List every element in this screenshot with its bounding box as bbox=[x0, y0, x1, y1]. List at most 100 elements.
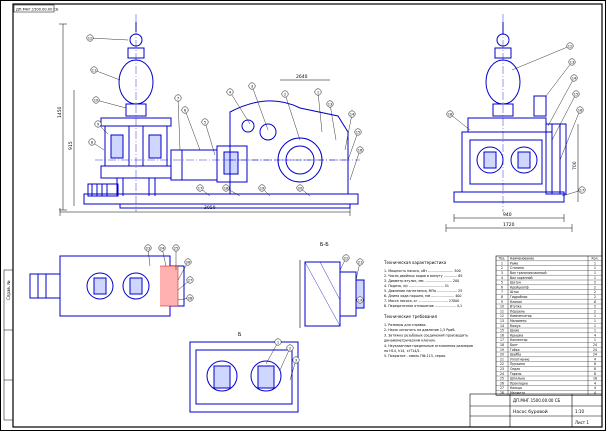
req-line: 5. Покрытие - эмаль ПФ-115, серая. bbox=[384, 354, 446, 358]
spec-name: Наименование bbox=[510, 257, 534, 261]
req-line: 1. Размеры для справок. bbox=[384, 323, 427, 327]
callout-bubble bbox=[286, 344, 294, 352]
callout-bubble bbox=[578, 186, 586, 194]
dim-front-top: 2640 bbox=[296, 74, 308, 80]
callout-label: 16 bbox=[358, 148, 363, 152]
spec-name: Тарель bbox=[509, 372, 522, 376]
label-view-b-b: Б-Б bbox=[320, 242, 329, 248]
top-stamp-text: ДП.МНГ.1500.00.00 СБ bbox=[16, 8, 59, 12]
tech-line: 1. Мощность насоса, кВт ................… bbox=[384, 269, 461, 273]
spec-name: Уплотнение bbox=[510, 357, 530, 361]
spec-name: Вал трансмиссионный bbox=[510, 271, 547, 275]
spec-name: Вал коренной bbox=[510, 276, 533, 280]
title-block bbox=[469, 393, 603, 428]
spec-pos: 14 bbox=[500, 324, 504, 328]
spec-pos: 24 bbox=[500, 372, 504, 376]
callout-label: 17 bbox=[198, 186, 203, 190]
callout-bubble bbox=[296, 184, 304, 192]
spec-name: Седло bbox=[510, 367, 520, 371]
dim-front-width: 3050 bbox=[204, 205, 216, 211]
dim-side-base: 940 bbox=[503, 212, 512, 218]
title-code: ДП.МНГ.1500.00.00 СБ bbox=[513, 398, 561, 403]
callout-label: 28 bbox=[188, 296, 193, 300]
spec-qty: 8 bbox=[594, 362, 596, 366]
callout-bubble bbox=[94, 120, 102, 128]
spec-qty: 24 bbox=[593, 353, 597, 357]
callout-label: 17 bbox=[580, 188, 585, 192]
spec-pos: 23 bbox=[500, 367, 504, 371]
callout-label: 18 bbox=[448, 112, 453, 116]
callout-bubble bbox=[570, 74, 578, 82]
spec-name: Клапан bbox=[510, 300, 522, 304]
spec-qty: 1 bbox=[594, 261, 596, 265]
dim-front-height: 1450 bbox=[57, 106, 63, 118]
callout-bubble bbox=[226, 88, 234, 96]
spec-name: Болт bbox=[510, 343, 518, 347]
callout-label: 12 bbox=[88, 36, 93, 40]
tech-line: 6. Длина хода поршня, мм ...............… bbox=[384, 294, 462, 298]
spec-name: Пружина bbox=[510, 362, 525, 366]
callout-label: 25 bbox=[174, 246, 179, 250]
callout-label: 14 bbox=[350, 112, 355, 116]
spec-pos: 20 bbox=[500, 353, 504, 357]
callout-bubble bbox=[248, 82, 256, 90]
callout-bubble bbox=[158, 244, 166, 252]
spec-pos: 1 bbox=[501, 261, 503, 265]
tech-line: 3. Диаметр втулок, мм ..................… bbox=[384, 279, 459, 283]
callout-label: 7 bbox=[177, 96, 179, 100]
spec-pos: 4 bbox=[501, 276, 503, 280]
side-pulley bbox=[545, 123, 567, 195]
spec-name: Прокладка bbox=[510, 381, 528, 385]
spec-qty: 2 bbox=[594, 290, 596, 294]
callout-label: 19 bbox=[260, 186, 265, 190]
spec-qty: 2 bbox=[594, 305, 596, 309]
side-dimensions bbox=[445, 124, 579, 232]
callout-bubble bbox=[292, 356, 300, 364]
req-line: динамометрическим ключом. bbox=[384, 339, 436, 343]
spec-qty: 1 bbox=[594, 329, 596, 333]
drawing-frame bbox=[12, 3, 603, 428]
callout-label: 21 bbox=[358, 260, 363, 264]
spec-pos: 12 bbox=[500, 314, 504, 318]
detail-b bbox=[189, 341, 299, 413]
left-edge-text: Справ. № bbox=[6, 281, 11, 300]
req-title: Технические требования bbox=[383, 314, 438, 319]
callout-label: 8 bbox=[91, 140, 94, 144]
spec-pos: 2 bbox=[501, 266, 503, 270]
spec-name: Гайка bbox=[510, 348, 520, 352]
tech-line: 4. Подача, л/с .........................… bbox=[384, 284, 449, 288]
callout-bubble bbox=[144, 244, 152, 252]
spec-name: Шайба bbox=[510, 353, 521, 357]
spec-qty: 4 bbox=[594, 391, 596, 395]
spec-name: Рама bbox=[510, 261, 518, 265]
callout-label: 24 bbox=[160, 246, 165, 250]
title-sheet: Лист 1 bbox=[575, 420, 589, 425]
spec-name: Шпилька bbox=[510, 377, 525, 381]
callout-bubble bbox=[174, 94, 182, 102]
callout-bubble bbox=[186, 294, 194, 302]
spec-pos: 21 bbox=[500, 357, 504, 361]
spec-pos: 9 bbox=[501, 300, 503, 304]
spec-qty: 16 bbox=[593, 377, 597, 381]
spec-qty: 8 bbox=[594, 372, 596, 376]
spec-name: Коллектор bbox=[510, 338, 528, 342]
spec-qty: 4 bbox=[594, 333, 596, 337]
callout-bubble bbox=[258, 184, 266, 192]
spec-qty: 1 bbox=[594, 271, 596, 275]
spec-name: Компенсатор bbox=[510, 314, 532, 318]
callout-label: 18 bbox=[224, 186, 229, 190]
title-name: Насос буровой bbox=[513, 408, 548, 415]
spec-pos: 27 bbox=[500, 386, 504, 390]
spec-name: Крышка bbox=[510, 333, 523, 337]
spec-qty: 2 bbox=[594, 281, 596, 285]
spec-qty: 24 bbox=[593, 348, 597, 352]
callout-label: 27 bbox=[188, 278, 193, 282]
spec-name: Шатун bbox=[510, 281, 521, 285]
callout-bubble bbox=[92, 96, 100, 104]
callout-bubble bbox=[568, 58, 576, 66]
callout-label: 13 bbox=[570, 60, 575, 64]
spec-name: Поршень bbox=[510, 309, 525, 313]
